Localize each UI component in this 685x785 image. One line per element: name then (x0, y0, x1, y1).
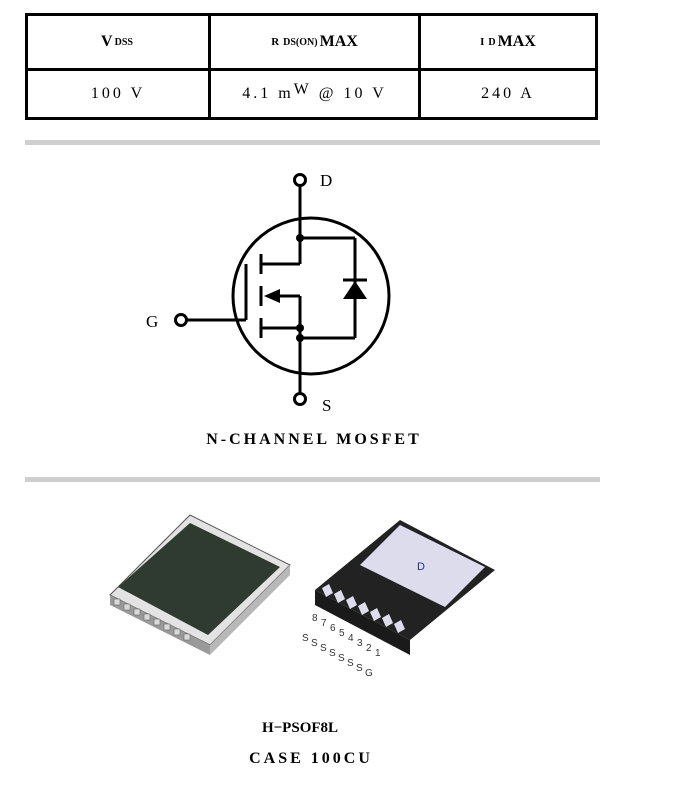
pin-function: S (338, 653, 345, 664)
channel-arrow-icon (264, 289, 280, 303)
source-terminal (293, 392, 307, 406)
pin-function: S (356, 663, 363, 674)
junction-dot (296, 234, 304, 242)
body-diode-icon (343, 281, 367, 299)
pin-label-gate: G (146, 312, 158, 331)
lead-pad (143, 613, 151, 621)
lead-pad (113, 598, 121, 606)
pin-number: 5 (339, 628, 345, 639)
mosfet-envelope-circle (231, 216, 391, 376)
header-rds-sub: DS(ON) (283, 36, 318, 48)
junction-dot (296, 324, 304, 332)
pin-label-drain: D (320, 171, 332, 190)
value-vdss: 100 V (28, 68, 208, 117)
lead-pad (153, 618, 161, 626)
drain-pad (360, 525, 485, 607)
package-pad-label: D (417, 561, 425, 573)
pin-function: S (347, 658, 354, 669)
pin-function: S (302, 633, 309, 644)
header-vdss-main: V (101, 33, 113, 50)
package-illustration: D 8 7 6 5 4 3 2 1 S S S S S S S G (109, 514, 495, 679)
pin-number: 2 (366, 643, 372, 654)
header-id-main: I (480, 36, 485, 48)
value-vdss-text: 100 V (90, 85, 146, 102)
schematic-caption: N-CHANNEL MOSFET (206, 431, 422, 448)
header-rds-main: R (271, 36, 280, 48)
lead-pad (163, 623, 171, 631)
value-rds-suffix: @ 10 V (311, 85, 387, 102)
package-top-view (109, 514, 291, 655)
junction-dot (296, 334, 304, 342)
divider-bottom (25, 477, 600, 482)
divider-top (25, 140, 600, 145)
mosfet-schematic: D G S (146, 171, 391, 415)
pin-function: S (311, 638, 318, 649)
package-case: CASE 100CU (249, 750, 373, 767)
header-id-suffix: MAX (497, 33, 536, 50)
pin-function: S (320, 643, 327, 654)
lead-pad (123, 603, 131, 611)
value-rds-prefix: 4.1 m (242, 85, 294, 102)
pin-number: 4 (348, 633, 354, 644)
pin-number: 8 (312, 613, 318, 624)
pin-label-source: S (322, 396, 331, 415)
pin-number: 3 (357, 638, 363, 649)
pin-number: 6 (330, 623, 336, 634)
pin-function: S (329, 648, 336, 659)
value-rds-unit: W (293, 81, 312, 98)
lead-pad (173, 628, 181, 636)
header-rds-suffix: MAX (319, 33, 358, 50)
value-id-text: 240 A (481, 85, 535, 102)
drain-terminal (293, 173, 307, 187)
header-id-sub: D (488, 36, 496, 48)
pin-number: 7 (321, 618, 327, 629)
package-bottom-view: D (315, 520, 495, 655)
value-id: 240 A (418, 68, 595, 117)
pin-number: 1 (375, 648, 381, 659)
pin-function: G (365, 668, 373, 679)
header-vdss-sub: DSS (114, 36, 133, 48)
lead-pad (133, 608, 141, 616)
lead-pad (183, 633, 191, 641)
gate-terminal (174, 313, 188, 327)
package-name: H−PSOF8L (261, 720, 339, 736)
